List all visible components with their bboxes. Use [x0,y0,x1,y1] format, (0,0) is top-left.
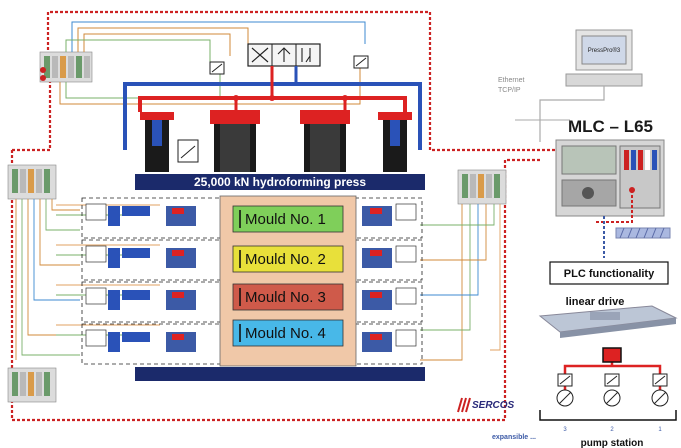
mould-1-label: Mould No. 1 [245,211,326,228]
pressure-sensor-icon [353,55,369,69]
cylinder-4 [378,112,412,172]
press-label: 25,000 kN hydroforming press [194,175,366,189]
pressure-sensor-icon [209,61,225,75]
io-module-bottom-left [7,367,57,403]
pc-screen-label: PressPro®3 [588,47,621,54]
mould-1: Mould No. 1 [232,205,344,233]
sercos-logo: SERCOS [457,397,515,413]
mould-2-label: Mould No. 2 [245,251,326,268]
controller-label: MLC – L65 [568,117,653,136]
pump-2 [603,373,621,407]
right-valve-blocks [362,203,417,352]
press-bar [135,174,425,190]
hydraulic-lines [123,66,422,150]
mould-2: Mould No. 2 [232,245,344,273]
expansible-label: expansible ... [492,434,536,441]
plc-box [549,261,669,285]
sercos-ring [10,10,580,422]
sercos-label: SERCOS [472,400,515,411]
pump-station-label: pump station [581,438,644,448]
pump-3 [556,373,574,407]
pump-station [539,347,677,421]
mould-3: Mould No. 3 [232,283,344,311]
connector-strip [615,227,671,239]
ethernet-label-1: Ethernet [498,77,525,84]
ethernet-cable [539,86,605,142]
left-valve-blocks [85,203,196,352]
directional-valve [247,43,321,67]
mlc-controller [555,139,665,217]
linear-drive-label: linear drive [566,296,625,308]
mould-4-label: Mould No. 4 [245,325,326,342]
ethernet-label-2: TCP/IP [498,87,521,94]
pump-number-3: 3 [563,427,567,433]
signal-wires-left [15,199,160,360]
cylinder-3 [300,110,350,172]
linear-drive [538,305,678,338]
io-module-left [7,164,57,200]
sercos-link-controller [595,190,633,223]
position-sensor-icon [177,139,199,163]
pump-number-2: 2 [610,427,614,433]
io-module-right [457,169,507,205]
signal-wires-right [420,204,501,361]
mould-3-label: Mould No. 3 [245,289,326,306]
mould-4: Mould No. 4 [232,319,344,347]
press-bed [135,367,425,381]
pc-workstation: PressPro®3 [565,29,643,87]
cylinder-1 [140,112,174,172]
plc-label: PLC functionality [564,268,655,280]
pump-1 [651,373,669,407]
io-module-top-left [39,51,93,83]
pump-number-1: 1 [658,427,662,433]
cylinder-2 [210,110,260,172]
